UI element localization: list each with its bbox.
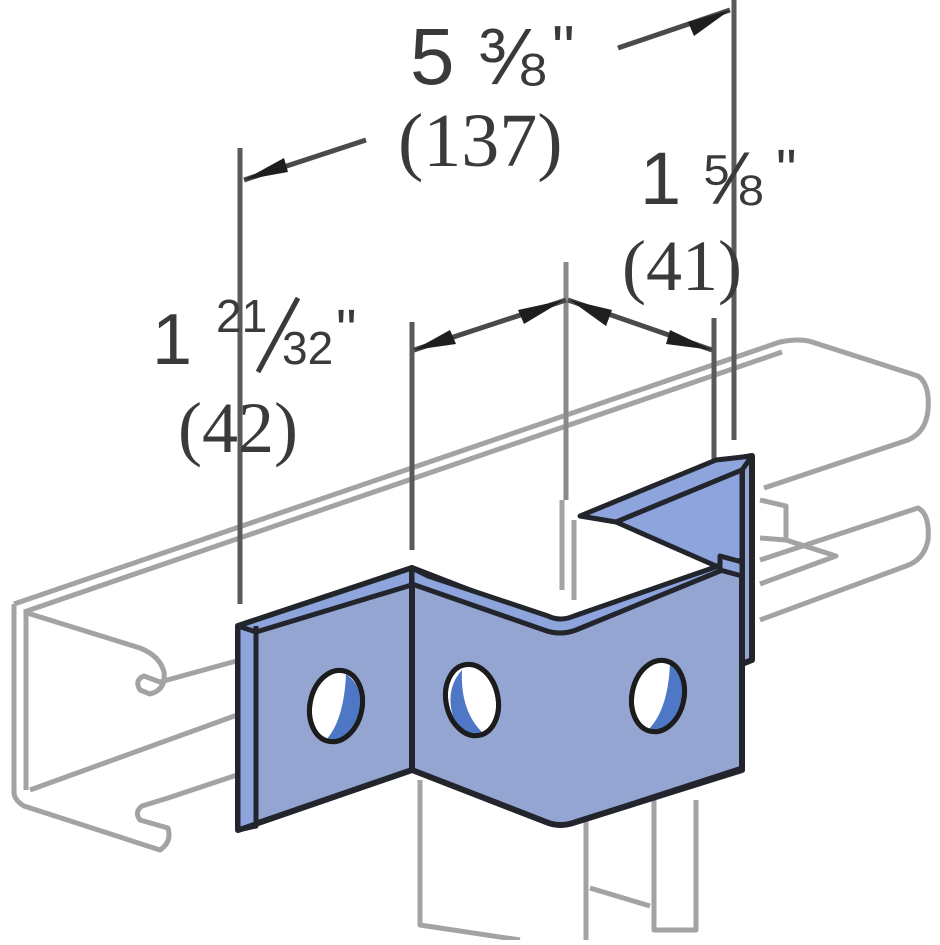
channel-depth-whole: 1	[640, 137, 681, 220]
strut-channel-horizontal	[11, 337, 931, 853]
flange-width-inch-mark: "	[336, 298, 357, 363]
mounting-hole-1	[306, 667, 366, 745]
overall-width-metric: (137)	[398, 99, 563, 183]
channel-depth-metric: (41)	[622, 226, 742, 306]
mounting-hole-2	[442, 661, 502, 739]
overall-width-fraction: ⅜	[478, 12, 545, 101]
flange-width-numerator: 21	[216, 290, 267, 342]
arrowhead-icon	[518, 300, 564, 324]
bracket-holes	[306, 657, 688, 745]
overall-width-label: 5 ⅜ " (137)	[398, 12, 575, 183]
overall-width-whole: 5	[410, 12, 455, 101]
flange-width-whole: 1	[152, 300, 192, 380]
arrowhead-icon	[570, 300, 612, 326]
flange-width-denominator: 32	[282, 322, 333, 374]
arrowhead-icon	[688, 10, 730, 36]
flange-width-label: 1 21 32 " (42)	[152, 290, 357, 468]
arrowhead-icon	[666, 330, 712, 350]
mounting-hole-3	[628, 657, 688, 735]
flange-width-metric: (42)	[178, 388, 298, 468]
overall-width-inch-mark: "	[552, 12, 575, 84]
arrowhead-icon	[244, 158, 288, 180]
channel-depth-label: 1 ⅝ " (41)	[622, 137, 797, 306]
channel-depth-fraction: ⅝	[700, 137, 762, 220]
dimension-lines	[237, 0, 737, 604]
arrowhead-icon	[414, 330, 456, 350]
channel-depth-inch-mark: "	[776, 138, 797, 203]
fraction-slash	[255, 296, 301, 374]
strut-channel-vertical	[417, 500, 699, 943]
